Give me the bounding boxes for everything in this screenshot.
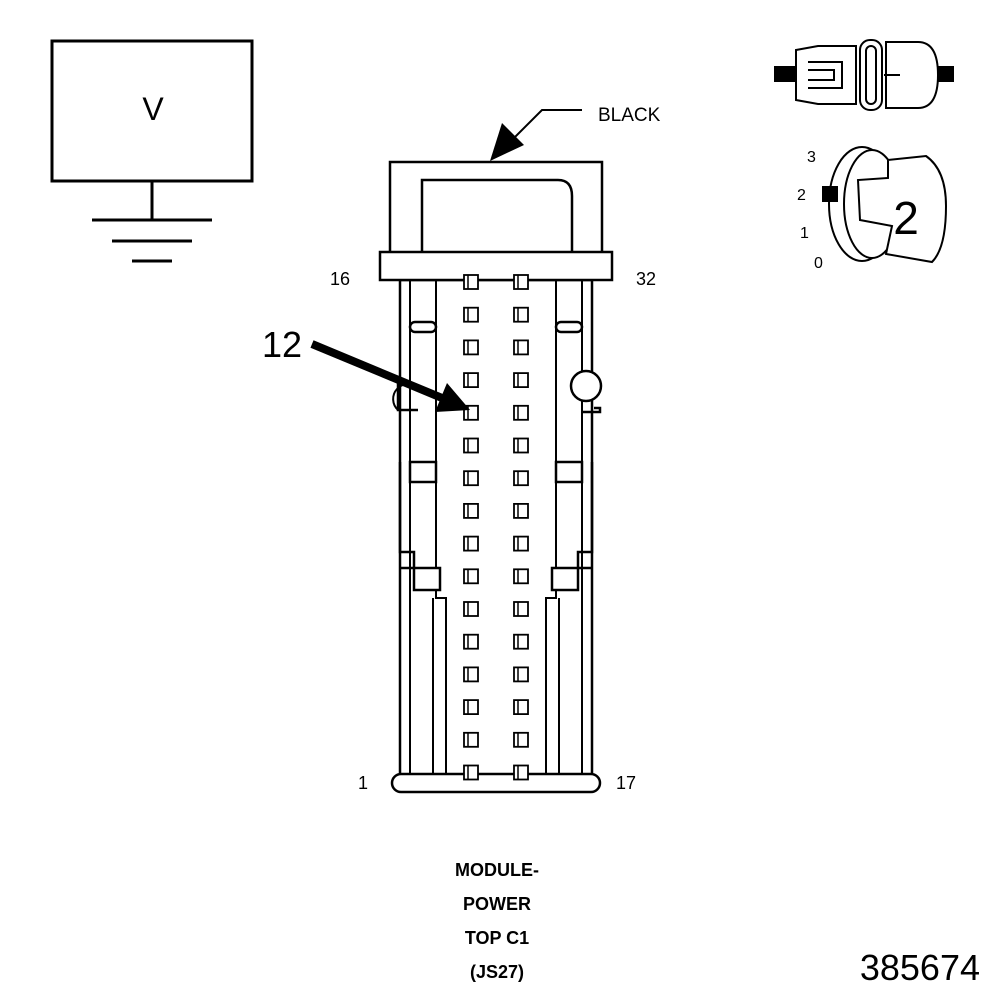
ignition-selected-position: 2 bbox=[893, 192, 919, 244]
pin-cavity-25 bbox=[513, 502, 529, 519]
ignition-switch-icon bbox=[822, 146, 948, 264]
pin-cavities bbox=[463, 274, 529, 781]
pin-cavity-23 bbox=[513, 568, 529, 585]
caption-line-1: MODULE- bbox=[455, 860, 539, 880]
pin-label-16: 16 bbox=[330, 269, 350, 289]
pin-cavity-26 bbox=[513, 470, 529, 487]
pin-label-1: 1 bbox=[358, 773, 368, 793]
pin-cavity-28 bbox=[513, 404, 529, 421]
wire-color-label: BLACK bbox=[598, 105, 661, 126]
pin-cavity-24 bbox=[513, 535, 529, 552]
ignition-position-2: 2 bbox=[797, 187, 806, 204]
pin-cavity-30 bbox=[513, 339, 529, 356]
pin-cavity-17 bbox=[513, 764, 529, 781]
pin-cavity-31 bbox=[513, 306, 529, 323]
pin-cavity-8 bbox=[463, 535, 479, 552]
pin-cavity-11 bbox=[463, 437, 479, 454]
pin-cavity-4 bbox=[463, 666, 479, 683]
pin-cavity-5 bbox=[463, 633, 479, 650]
pin-cavity-2 bbox=[463, 731, 479, 748]
pin-cavity-14 bbox=[463, 339, 479, 356]
caption-line-2: POWER bbox=[463, 894, 531, 914]
pin-arrow bbox=[310, 340, 470, 412]
pin-cavity-16 bbox=[463, 274, 479, 290]
pin-cavity-15 bbox=[463, 306, 479, 323]
pin-cavity-10 bbox=[463, 470, 479, 487]
pin-label-32: 32 bbox=[636, 269, 656, 289]
pin-cavity-13 bbox=[463, 372, 479, 389]
pin-cavity-29 bbox=[513, 372, 529, 389]
pin-cavity-9 bbox=[463, 502, 479, 519]
ignition-position-0: 0 bbox=[814, 255, 823, 272]
pin-label-17: 17 bbox=[616, 773, 636, 793]
voltmeter-symbol: V bbox=[142, 91, 164, 127]
ignition-position-3: 3 bbox=[807, 149, 816, 166]
connector-body bbox=[378, 160, 614, 794]
ignition-position-1: 1 bbox=[800, 225, 809, 242]
caption-line-4: (JS27) bbox=[470, 962, 524, 982]
pin-cavity-21 bbox=[513, 633, 529, 650]
pin-cavity-3 bbox=[463, 699, 479, 715]
caption-line-3: TOP C1 bbox=[465, 928, 529, 948]
pin-cavity-20 bbox=[513, 666, 529, 683]
highlighted-pin-number: 12 bbox=[262, 324, 302, 365]
pin-cavity-22 bbox=[513, 601, 529, 617]
connector-plug-icon bbox=[774, 39, 954, 111]
figure-number: 385674 bbox=[860, 947, 980, 988]
pin-cavity-7 bbox=[463, 568, 479, 585]
pin-cavity-18 bbox=[513, 731, 529, 748]
pin-cavity-19 bbox=[513, 699, 529, 715]
voltmeter-icon bbox=[50, 39, 254, 263]
pin-cavity-1 bbox=[463, 764, 479, 781]
pin-cavity-27 bbox=[513, 437, 529, 454]
callout-leader bbox=[490, 109, 582, 161]
pin-cavity-6 bbox=[463, 601, 479, 617]
pin-cavity-32 bbox=[513, 274, 529, 290]
